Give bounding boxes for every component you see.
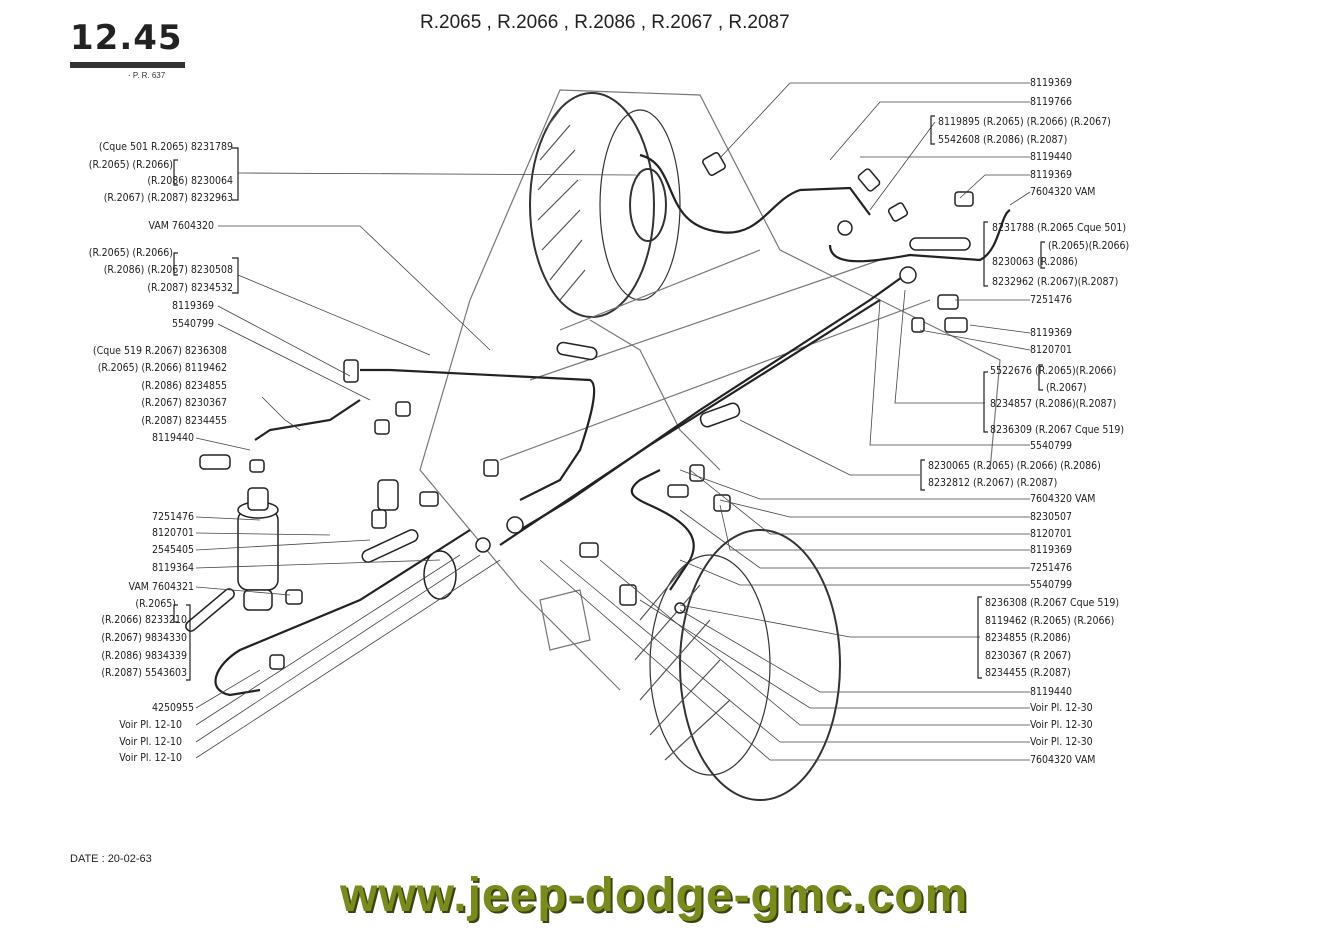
part-label: 5542608 (R.2086) (R.2087) (938, 134, 1068, 146)
part-label: 5522676 (R.2065)(R.2066) (990, 365, 1117, 377)
part-label: (R.2065) (135, 598, 176, 610)
part-label: 8120701 (1030, 528, 1073, 540)
part-label: 8230063 (R.2086) (992, 256, 1078, 268)
part-label: VAM 7604320 (148, 220, 214, 232)
part-label: (R.2086) (R.2067) 8230508 (103, 264, 233, 276)
part-label: (R.2067) 9834330 (101, 632, 187, 644)
part-label: 8119440 (151, 432, 194, 444)
part-label: 8119369 (1030, 77, 1073, 89)
part-label: 8234455 (R.2087) (985, 667, 1071, 679)
part-label: (R.2087) 8234455 (141, 415, 227, 427)
part-label: 8119440 (1030, 686, 1073, 698)
part-label: 8119440 (1030, 151, 1073, 163)
sheet-number: 12.45 (70, 18, 183, 58)
part-label: 8120701 (1030, 344, 1073, 356)
part-label: 8232812 (R.2067) (R.2087) (928, 477, 1058, 489)
part-label: VAM 7604321 (128, 581, 194, 593)
part-label: 8236308 (R.2067 Cque 519) (985, 597, 1120, 609)
part-label: 8230507 (1030, 511, 1073, 523)
part-label: (R.2067) (1046, 382, 1087, 394)
part-label: 7604320 VAM (1030, 493, 1096, 505)
part-label: 8232962 (R.2067)(R.2087) (992, 276, 1119, 288)
part-label: (R.2065) (R.2066) (88, 159, 173, 171)
part-label: (Cque 519 R.2067) 8236308 (92, 345, 227, 357)
sheet-number-underline (70, 62, 185, 68)
cross-reference-label: Voir Pl. 12-30 (1030, 719, 1093, 731)
part-label: (R.2087) 5543603 (101, 667, 187, 679)
part-label: 8120701 (151, 527, 194, 539)
part-label: 7604320 VAM (1030, 754, 1096, 766)
cross-reference-label: Voir Pl. 12-10 (119, 736, 182, 748)
part-label: 8234857 (R.2086)(R.2087) (990, 398, 1117, 410)
front-wheel-drawing (634, 529, 841, 801)
part-label: 8230367 (R 2067) (985, 650, 1072, 662)
part-label: (R.2067) (R.2087) 8232963 (103, 192, 233, 204)
website-watermark: www.jeep-dodge-gmc.com (340, 869, 969, 922)
part-label: 8119369 (171, 300, 214, 312)
part-label: 8231788 (R.2065 Cque 501) (992, 222, 1127, 234)
part-label: 8236309 (R.2067 Cque 519) (990, 424, 1125, 436)
part-label: 5540799 (1030, 440, 1073, 452)
part-label: 7604320 VAM (1030, 186, 1096, 198)
part-label: (R.2067) 8230367 (141, 397, 227, 409)
cross-reference-label: Voir Pl. 12-10 (119, 752, 182, 764)
part-label: (Cque 501 R.2065) 8231789 (98, 141, 233, 153)
cross-reference-label: Voir Pl. 12-30 (1030, 702, 1093, 714)
model-list-title: R.2065 , R.2066 , R.2086 , R.2067 , R.20… (420, 12, 790, 33)
part-label: 8119369 (1030, 169, 1073, 181)
part-label: 8119462 (R.2065) (R.2066) (985, 615, 1115, 627)
part-label: (R.2065) (R.2066) (88, 247, 173, 259)
chassis-frame-drawing (419, 89, 1001, 691)
part-label: 8119369 (1030, 327, 1073, 339)
part-label: 7251476 (151, 511, 194, 523)
part-label: 8119766 (1030, 96, 1073, 108)
rear-wheel-drawing (529, 92, 681, 318)
part-label: (R.2086) 8234855 (141, 380, 227, 392)
brake-pipes-drawing (214, 153, 1011, 697)
part-label: (R.2065) (R.2066) 8119462 (97, 362, 227, 374)
part-label: 8119364 (151, 562, 194, 574)
part-label: (R.2086) 9834339 (101, 650, 187, 662)
part-label: 8119895 (R.2065) (R.2066) (R.2067) (938, 116, 1111, 128)
part-label: 8230065 (R.2065) (R.2066) (R.2086) (928, 460, 1101, 472)
sheet-reference: · P. R. 637 (128, 71, 166, 80)
leader-lines (195, 82, 1031, 761)
fittings-drawing (199, 152, 974, 670)
part-label: 7251476 (1030, 562, 1073, 574)
part-label: (R.2065)(R.2066) (1048, 240, 1130, 252)
part-label: 7251476 (1030, 294, 1073, 306)
part-label: (R.2066) 8233210 (101, 614, 187, 626)
part-label: (R.2087) 8234532 (147, 282, 233, 294)
cross-reference-label: Voir Pl. 12-30 (1030, 736, 1093, 748)
grouping-brackets (173, 115, 1045, 681)
part-label: 2545405 (151, 544, 194, 556)
part-label: 8119369 (1030, 544, 1073, 556)
cross-reference-label: Voir Pl. 12-10 (119, 719, 182, 731)
part-label: 4250955 (151, 702, 194, 714)
part-label: (R.2086) 8230064 (147, 175, 233, 187)
part-label: 8234855 (R.2086) (985, 632, 1071, 644)
part-label: 5540799 (1030, 579, 1073, 591)
part-label: 5540799 (171, 318, 214, 330)
drawing-date: DATE : 20-02-63 (70, 853, 152, 865)
